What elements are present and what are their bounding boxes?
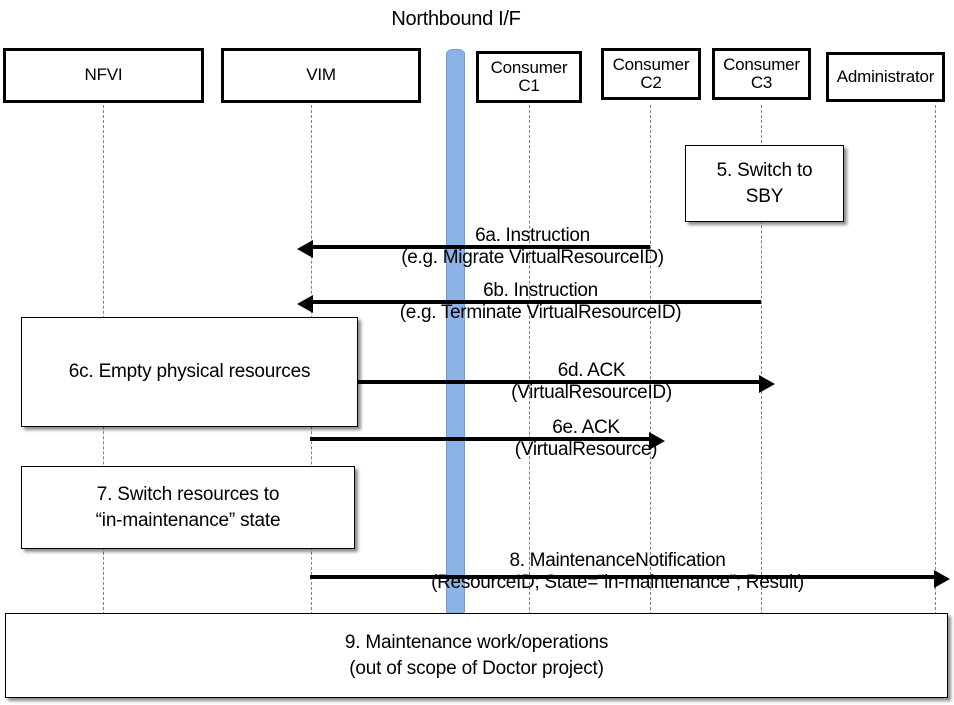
- actor-box-consumer-c1[interactable]: Consumer C1: [476, 51, 582, 103]
- message-label-6d: 6d. ACK (VirtualResourceID): [427, 360, 756, 405]
- message-label-6e: 6e. ACK (VirtualResource): [422, 417, 750, 462]
- arrowhead-6e-icon: [649, 432, 665, 450]
- actor-box-consumer-c3[interactable]: Consumer C3: [712, 48, 811, 100]
- note-5-line1: 5. Switch to: [716, 159, 813, 181]
- message-6d-line1: 6d. ACK: [557, 360, 626, 381]
- message-arrow-6d[interactable]: [358, 375, 775, 393]
- message-6b-line2: (e.g. Terminate VirtualResourceID): [399, 302, 682, 324]
- note-box-6c-empty-physical-resources[interactable]: 6c. Empty physical resources: [21, 317, 358, 427]
- message-label-6b: 6b. Instruction (e.g. Terminate VirtualR…: [368, 280, 713, 325]
- actor-label-nfvi-line1: NFVI: [84, 65, 123, 85]
- note-7-line1: 7. Switch resources to: [96, 483, 280, 505]
- note-box-5-switch-to-sby[interactable]: 5. Switch to SBY: [685, 145, 844, 222]
- actor-box-administrator[interactable]: Administrator: [826, 52, 945, 102]
- lifeline-c2: [650, 105, 651, 615]
- message-6d-line2: (VirtualResourceID): [511, 382, 672, 404]
- message-arrow-6e[interactable]: [310, 432, 665, 450]
- message-8-line1: 8. MaintenanceNotification: [509, 550, 726, 571]
- note-9-line1: 9. Maintenance work/operations: [344, 631, 609, 653]
- actor-box-vim[interactable]: VIM: [221, 48, 421, 103]
- actor-label-c2-line2: C2: [640, 73, 662, 92]
- actor-label-vim-line1: VIM: [306, 65, 336, 85]
- arrowhead-8-icon: [934, 570, 950, 588]
- message-label-8: 8. MaintenanceNotification (ResourceID; …: [390, 550, 845, 595]
- actor-label-c2-line1: Consumer: [612, 54, 690, 74]
- message-6b-line1: 6b. Instruction: [483, 280, 598, 301]
- message-6e-line1: 6e. ACK: [552, 417, 620, 438]
- note-box-9-maintenance-work[interactable]: 9. Maintenance work/operations (out of s…: [5, 613, 948, 698]
- actor-label-c3-line2: C3: [750, 73, 773, 92]
- message-6e-line2: (VirtualResource): [514, 439, 658, 461]
- actor-label-c3-line1: Consumer: [723, 54, 800, 74]
- note-box-7-switch-resources-in-maintenance[interactable]: 7. Switch resources to “in-maintenance” …: [21, 466, 355, 549]
- arrowhead-6b-icon: [297, 295, 313, 313]
- message-label-6a: 6a. Instruction (e.g. Migrate VirtualRes…: [360, 225, 705, 270]
- arrowhead-6a-icon: [297, 240, 313, 258]
- northbound-interface-bar: [446, 49, 465, 616]
- arrowhead-6d-icon: [759, 375, 775, 393]
- note-7-line2: “in-maintenance” state: [95, 509, 281, 531]
- diagram-title: Northbound I/F: [391, 8, 521, 30]
- actor-label-c1-line1: Consumer: [490, 57, 568, 77]
- lifeline-admin: [935, 105, 936, 615]
- note-9-line2: (out of scope of Doctor project): [349, 657, 604, 679]
- note-5-line2: SBY: [745, 185, 784, 207]
- message-arrow-8[interactable]: [310, 570, 950, 588]
- note-6c-line1: 6c. Empty physical resources: [68, 361, 311, 383]
- actor-label-c1-line2: C1: [518, 76, 540, 95]
- message-arrow-6a[interactable]: [297, 240, 650, 258]
- lifeline-c3: [761, 105, 762, 615]
- message-6a-line1: 6a. Instruction: [475, 225, 590, 246]
- message-8-line2: (ResourceID; State=“in-maintenance”; Res…: [431, 572, 804, 594]
- actor-box-nfvi[interactable]: NFVI: [3, 48, 204, 103]
- message-6a-line2: (e.g. Migrate VirtualResourceID): [401, 247, 664, 269]
- message-arrow-6b[interactable]: [297, 295, 761, 313]
- lifeline-c1: [529, 105, 530, 615]
- actor-box-consumer-c2[interactable]: Consumer C2: [601, 48, 701, 100]
- actor-label-admin-line1: Administrator: [836, 66, 935, 86]
